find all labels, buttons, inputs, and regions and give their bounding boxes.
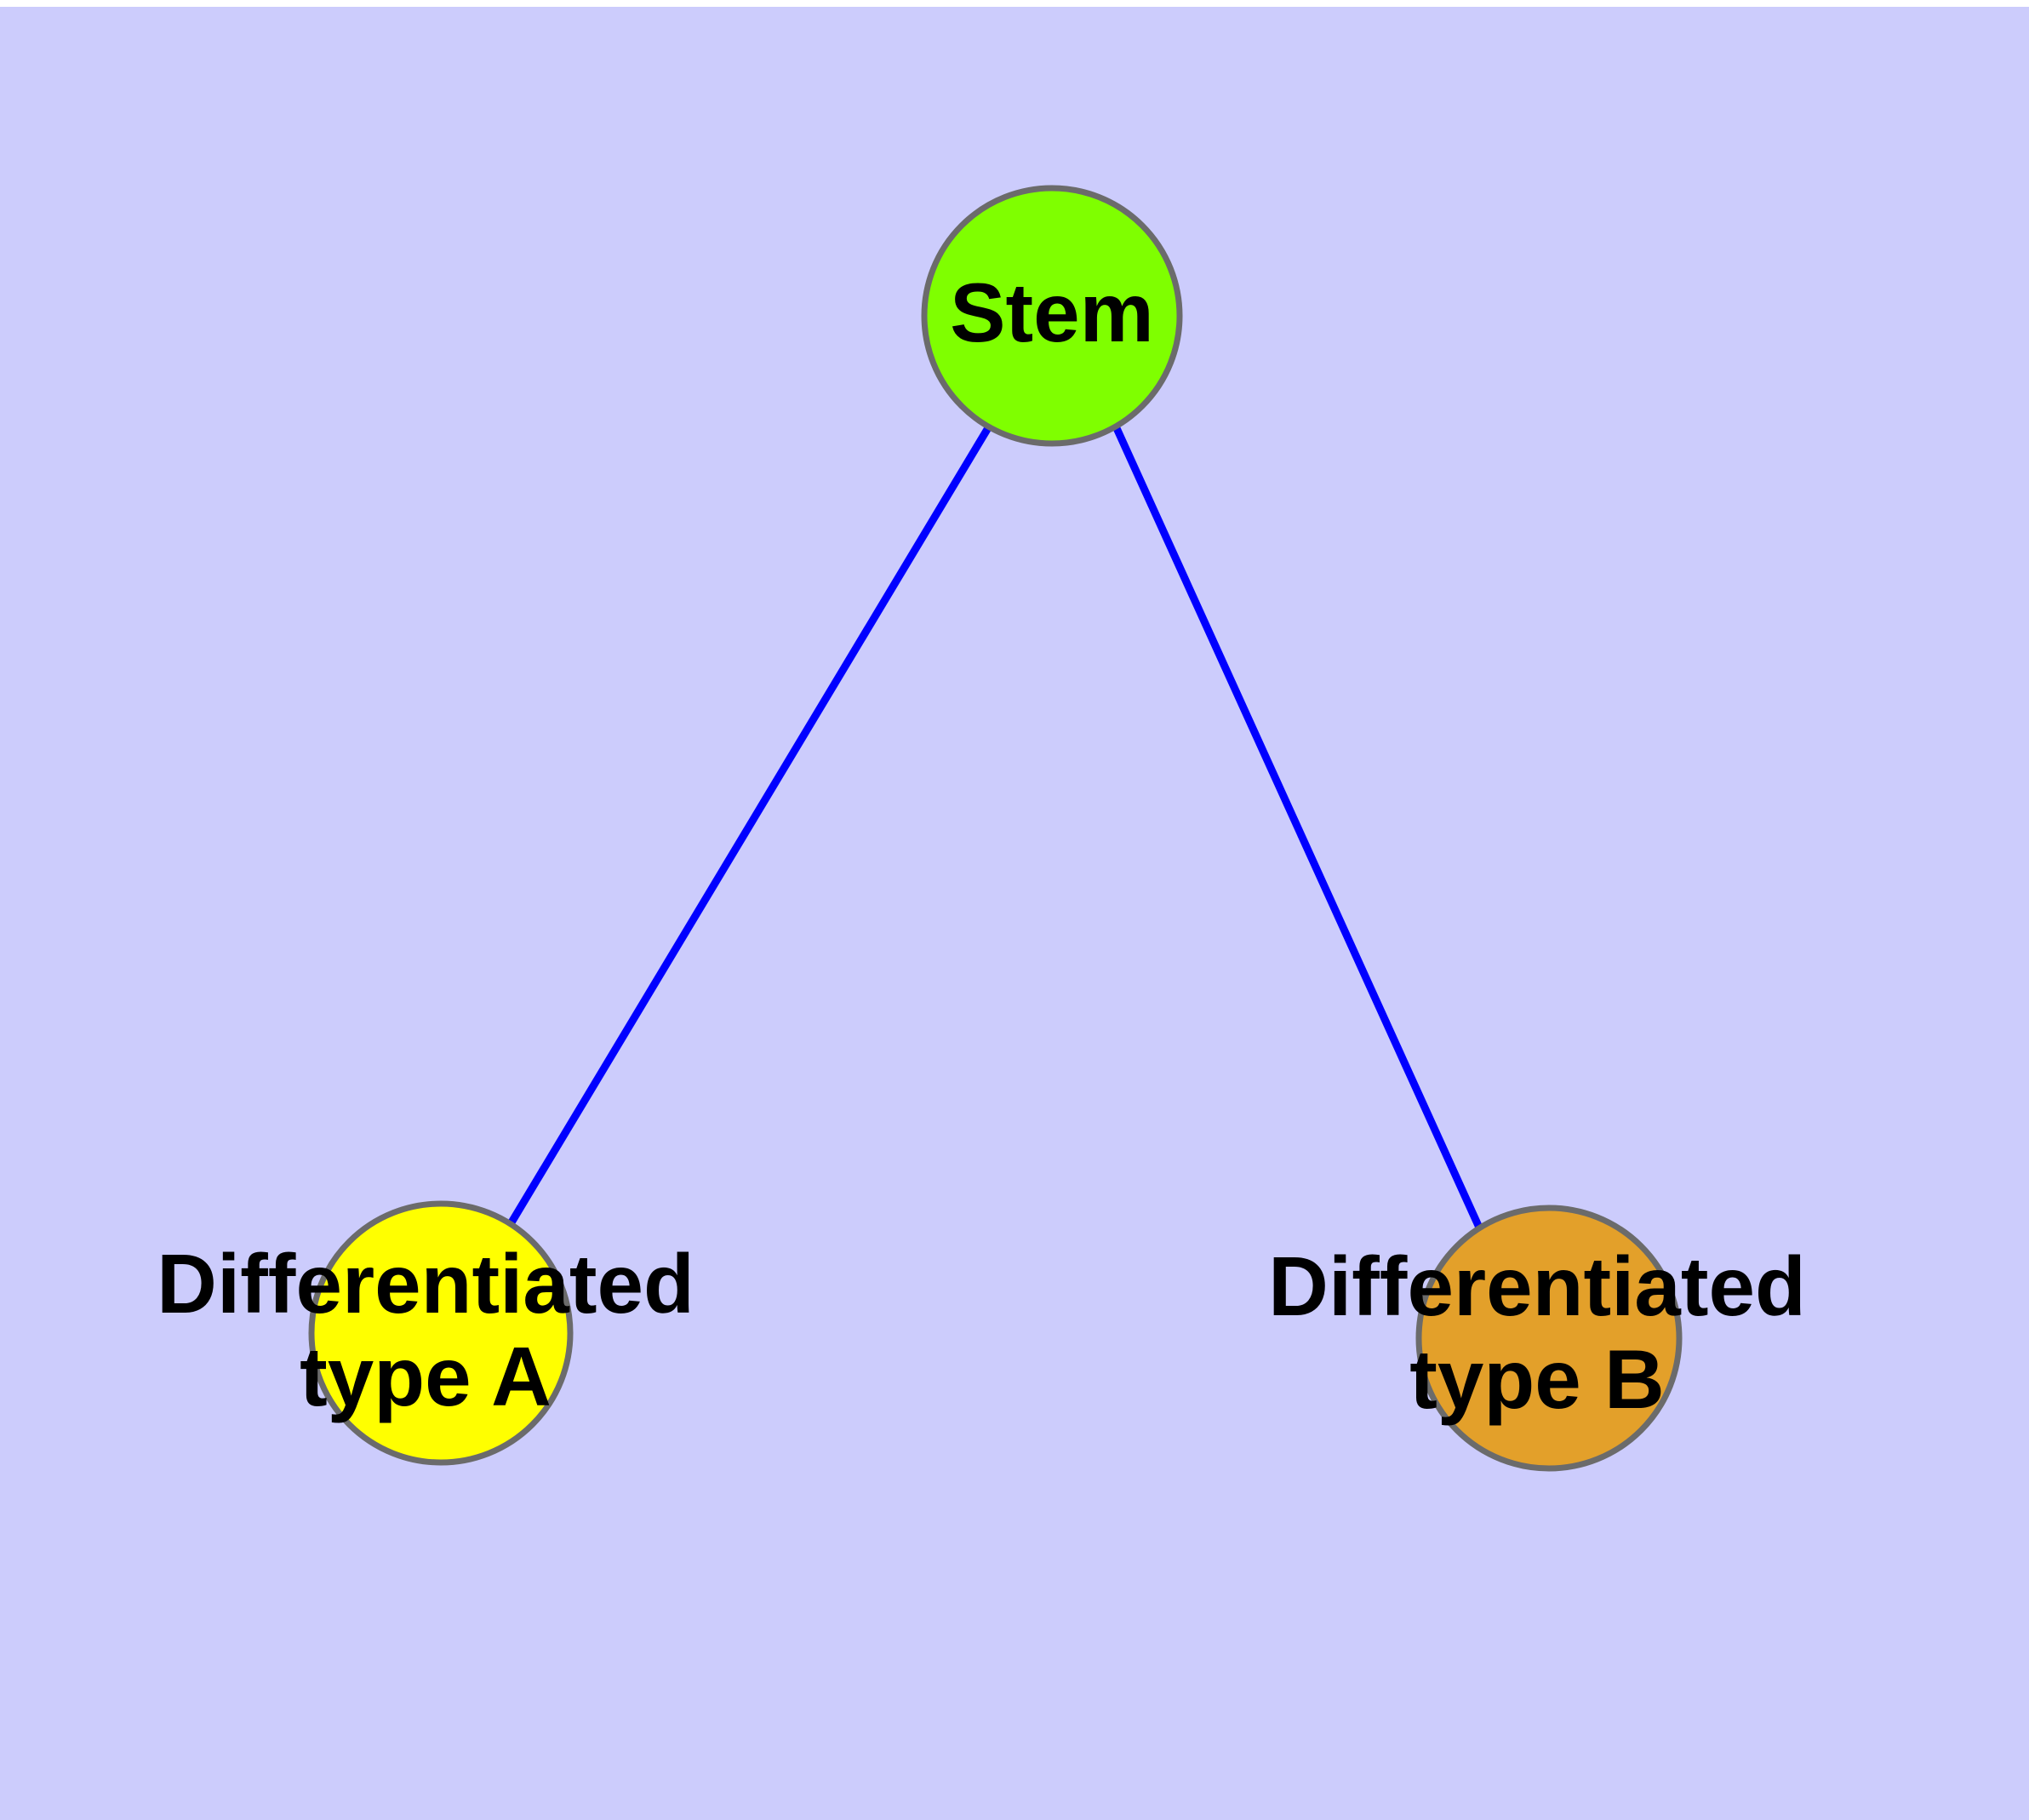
edge-stem-to-differentiated-b[interactable] bbox=[1112, 426, 1483, 1229]
node-label-differentiated-b-line2: type B bbox=[1409, 1332, 1665, 1426]
node-label-differentiated-b-line1: Differentiated bbox=[1268, 1239, 1806, 1333]
node-label-differentiated-a-line1: Differentiated bbox=[157, 1237, 694, 1331]
label-layer: Stem Differentiated type A Differentiate… bbox=[157, 266, 1806, 1426]
node-label-stem: Stem bbox=[950, 266, 1154, 359]
node-stem[interactable] bbox=[921, 185, 1183, 447]
edge-stem-to-differentiated-a[interactable] bbox=[508, 424, 992, 1225]
node-differentiated-type-b[interactable] bbox=[1415, 1205, 1683, 1472]
node-differentiated-type-a[interactable] bbox=[308, 1200, 574, 1466]
edge-layer bbox=[508, 424, 1483, 1229]
node-label-differentiated-a-line2: type A bbox=[300, 1330, 552, 1423]
node-layer bbox=[308, 185, 1683, 1472]
